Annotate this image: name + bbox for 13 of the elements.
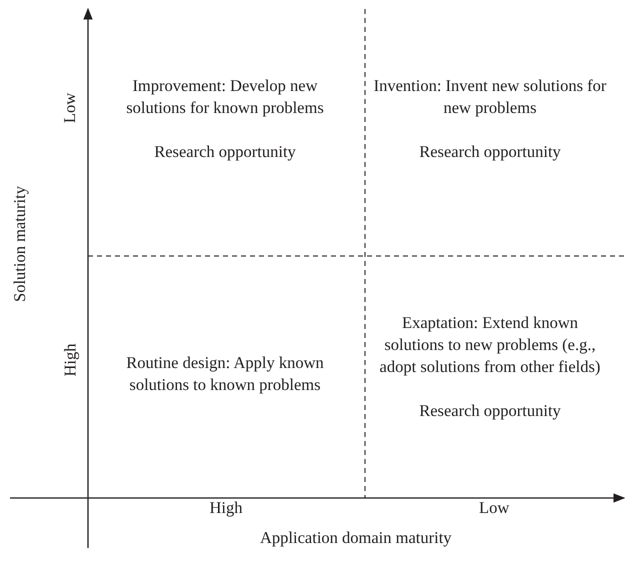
quadrant-text: Improvement: Develop new solutions for known problems	[125, 75, 325, 119]
axis-title: Solution maturity	[8, 186, 30, 302]
quadrant-text: Research opportunity	[153, 141, 297, 163]
quadrant-text: Exaptation: Extend known solutions to new problems (e.g., adopt solutions from other fields)	[378, 312, 602, 378]
quadrant-text: Research opportunity	[418, 400, 562, 422]
quadrant-text: Research opportunity	[418, 141, 562, 163]
axis-tick-label: Low	[59, 92, 80, 124]
quadrant-text: Routine design: Apply known solutions to known problems	[125, 352, 325, 396]
axis-tick-label: Low	[479, 497, 510, 519]
axis-tick-label: High	[210, 497, 242, 519]
axis-title: Application domain maturity	[260, 527, 452, 549]
axis-tick-label: High	[59, 344, 80, 376]
quadrant-text: Invention: Invent new solutions for new problems	[372, 75, 608, 119]
